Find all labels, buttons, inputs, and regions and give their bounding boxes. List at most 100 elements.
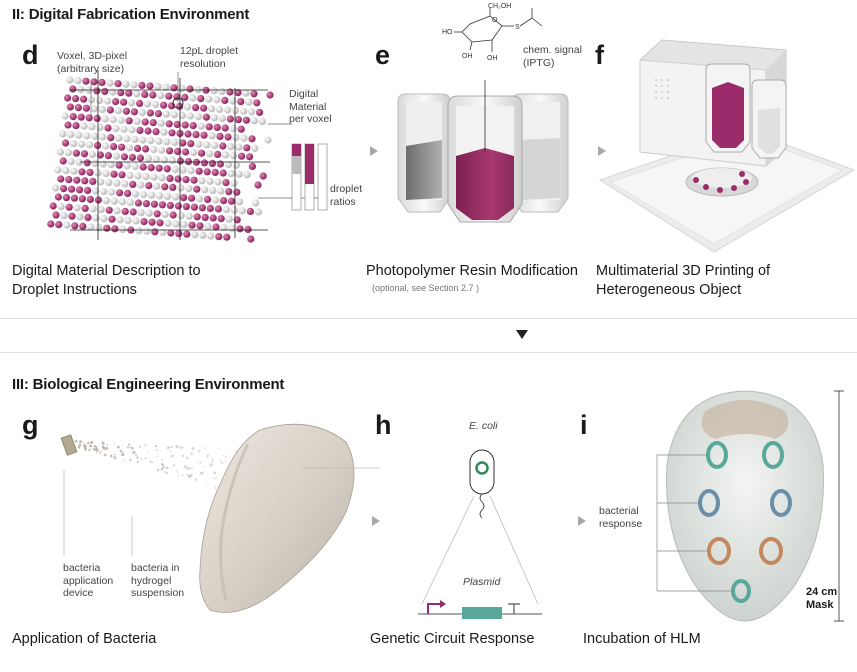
voxel-droplet	[59, 130, 67, 138]
voxel-droplet	[159, 228, 167, 236]
spray-particle	[176, 472, 179, 474]
spray-particle	[88, 449, 90, 452]
voxel-droplet	[84, 213, 92, 221]
voxel-droplet	[190, 203, 198, 211]
voxel-droplet	[201, 186, 209, 194]
voxel-droplet	[237, 98, 245, 106]
voxel-droplet	[226, 115, 234, 123]
gfp-signal	[475, 461, 489, 475]
voxel-droplet	[147, 137, 155, 145]
voxel-droplet	[102, 197, 110, 205]
arrow-g-to-h	[372, 516, 380, 526]
panel-letter-h: h	[375, 410, 392, 440]
voxel-droplet	[212, 223, 220, 231]
spray-particle	[181, 454, 185, 458]
spray-particle	[190, 452, 193, 456]
voxel-droplet	[150, 173, 158, 181]
voxel-droplet	[210, 114, 218, 122]
spray-particle	[189, 474, 192, 478]
voxel-droplet	[115, 134, 123, 142]
voxel-droplet	[68, 185, 76, 193]
voxel-droplet	[197, 95, 205, 103]
voxel-droplet	[234, 89, 242, 97]
voxel-droplet	[213, 123, 221, 131]
spray-particle	[90, 441, 93, 444]
voxel-droplet	[186, 112, 194, 120]
voxel-droplet	[99, 133, 107, 141]
caption-f: Multimaterial 3D Printing of Heterogeneo…	[596, 263, 771, 298]
iptg-molecule: CH₂OH HO O S OH OH	[442, 3, 543, 62]
voxel-droplet	[110, 197, 118, 205]
voxel-droplet	[96, 96, 104, 104]
voxel-droplet	[203, 168, 211, 176]
voxel-droplet	[188, 194, 196, 202]
voxel-droplet	[222, 179, 230, 187]
voxel-droplet	[189, 94, 197, 102]
voxel-droplet	[243, 171, 251, 179]
atom-s: S	[515, 24, 520, 31]
voxel-droplet	[103, 224, 111, 232]
spray-particle	[86, 442, 90, 445]
spray-particle	[205, 481, 207, 484]
spray-particle	[184, 465, 187, 469]
voxel-droplet	[222, 206, 230, 214]
spray-particle	[219, 459, 222, 462]
atom-ho: HO	[442, 29, 453, 36]
voxel-droplet	[154, 83, 162, 91]
voxel-droplet	[245, 98, 253, 106]
atom-oh-1: OH	[462, 53, 473, 60]
voxel-droplet	[117, 116, 125, 124]
voxel-droplet	[144, 155, 152, 163]
voxel-droplet	[141, 90, 149, 98]
digital-material-label: Digital Material per voxel	[289, 88, 332, 125]
voxel-droplet	[128, 153, 136, 161]
voxel-droplet	[133, 90, 141, 98]
voxel-droplet	[52, 184, 60, 192]
voxel-droplet	[97, 178, 105, 186]
bacteria-application-illustration	[60, 423, 380, 613]
voxel-droplet	[130, 108, 138, 116]
voxel-droplet	[232, 161, 240, 169]
spray-particles	[74, 439, 246, 494]
voxel-droplet	[181, 121, 189, 129]
voxel-droplet	[137, 181, 145, 189]
voxel-droplet	[138, 108, 146, 116]
voxel-droplet	[208, 132, 216, 140]
voxel-droplet	[76, 213, 84, 221]
voxel-droplet	[208, 105, 216, 113]
sprayer-device	[60, 434, 78, 456]
voxel-droplet	[98, 105, 106, 113]
voxel-droplet	[218, 114, 226, 122]
voxel-droplet	[132, 217, 140, 225]
spray-particle	[95, 447, 98, 450]
voxel-droplet	[209, 186, 217, 194]
voxel-droplet	[81, 177, 89, 185]
voxel-droplet	[64, 94, 72, 102]
voxel-illustration	[47, 70, 328, 243]
spray-particle	[181, 446, 184, 449]
spray-particle	[212, 477, 214, 480]
voxel-droplet	[240, 107, 248, 115]
voxel-droplet	[120, 153, 128, 161]
voxel-droplet	[149, 119, 157, 127]
voxel-droplet	[247, 235, 255, 243]
voxel-droplets	[47, 76, 274, 243]
voxel-droplet	[136, 126, 144, 134]
voxel-droplet	[80, 95, 88, 103]
voxel-droplet	[142, 200, 150, 208]
voxel-droplet	[124, 216, 132, 224]
voxel-droplet	[78, 195, 86, 203]
voxel-droplet	[171, 138, 179, 146]
voxel-droplet	[207, 232, 215, 240]
spray-particle	[89, 441, 91, 444]
voxel-droplet	[122, 107, 130, 115]
voxel-droplet	[123, 162, 131, 170]
voxel-droplet	[203, 141, 211, 149]
subcaption-e: (optional, see Section 2.7 )	[372, 283, 480, 293]
spray-particle	[122, 451, 125, 454]
voxel-droplet	[112, 152, 120, 160]
spray-particle	[211, 458, 215, 461]
voxel-droplet	[178, 84, 186, 92]
voxel-droplet	[164, 192, 172, 200]
voxel-droplet	[87, 223, 95, 231]
